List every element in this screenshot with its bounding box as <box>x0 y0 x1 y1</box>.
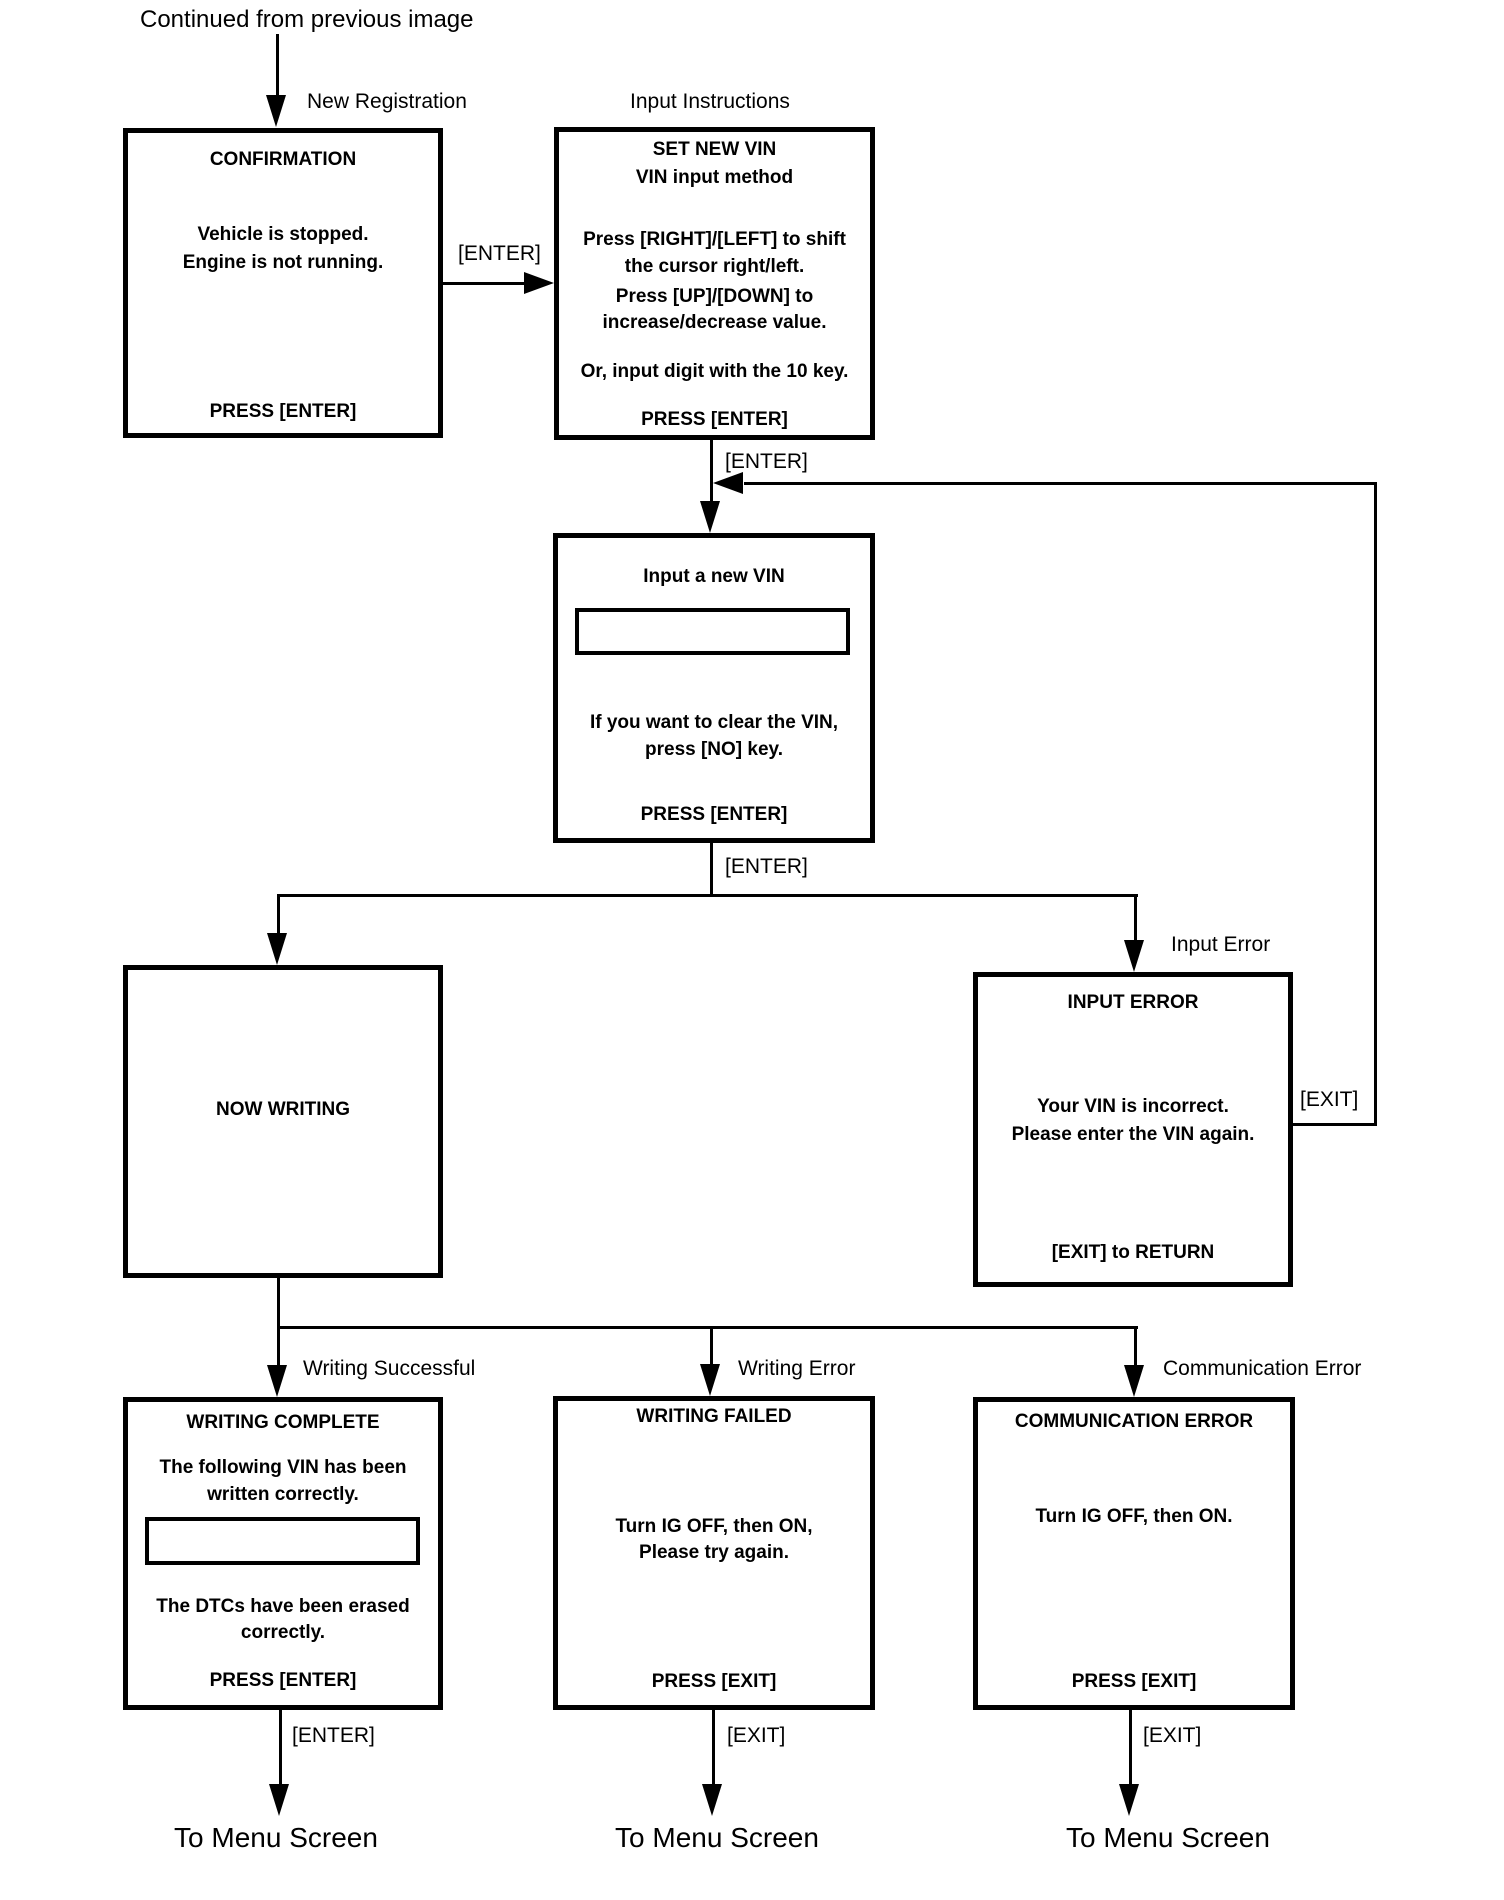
vin-result-field <box>145 1517 420 1565</box>
arrowhead-down-icon <box>1124 940 1144 972</box>
vin-input-field <box>575 608 850 655</box>
screen-text: The DTCs have been erased <box>156 1596 410 1617</box>
label-enter: [ENTER] <box>725 450 808 473</box>
screen-title: WRITING COMPLETE <box>186 1412 380 1433</box>
connector-return-horizontal <box>744 482 1376 485</box>
screen-subtitle: VIN input method <box>635 167 794 188</box>
screen-writing-failed: WRITING FAILED Turn IG OFF, then ON, Ple… <box>553 1396 875 1710</box>
screen-title: SET NEW VIN <box>652 139 777 160</box>
screen-title: WRITING FAILED <box>636 1406 792 1427</box>
screen-footer: PRESS [ENTER] <box>209 401 357 422</box>
screen-now-writing: NOW WRITING <box>123 965 443 1278</box>
connector-branch-2-right <box>1134 1326 1137 1367</box>
screen-text: Press [UP]/[DOWN] to <box>615 286 814 307</box>
label-enter: [ENTER] <box>458 242 541 265</box>
connector-return-vertical <box>1374 482 1377 1126</box>
label-input-instructions: Input Instructions <box>630 90 790 113</box>
screen-text: If you want to clear the VIN, <box>589 712 839 733</box>
screen-text: Please enter the VIN again. <box>1011 1124 1255 1145</box>
connector-entry <box>276 34 279 100</box>
screen-title: Input a new VIN <box>643 566 785 587</box>
screen-title: NOW WRITING <box>215 1099 351 1120</box>
connector-exit-loop <box>1293 1123 1377 1126</box>
label-writing-error: Writing Error <box>738 1357 856 1380</box>
screen-text: written correctly. <box>207 1484 359 1505</box>
arrowhead-right-icon <box>524 272 554 294</box>
connector-exit-left <box>279 1710 282 1787</box>
screen-text: the cursor right/left. <box>624 256 805 277</box>
label-exit: [EXIT] <box>1143 1724 1202 1747</box>
screen-footer: PRESS [EXIT] <box>1071 1671 1197 1692</box>
screen-text: Vehicle is stopped. <box>197 224 369 245</box>
label-communication-error: Communication Error <box>1163 1357 1362 1380</box>
screen-footer: PRESS [ENTER] <box>640 804 788 825</box>
screen-text: correctly. <box>240 1622 326 1643</box>
screen-text: Or, input digit with the 10 key. <box>580 361 849 382</box>
label-input-error: Input Error <box>1171 933 1271 956</box>
screen-writing-complete: WRITING COMPLETE The following VIN has b… <box>123 1397 443 1710</box>
screen-text: Please try again. <box>639 1542 789 1563</box>
screen-confirmation: CONFIRMATION Vehicle is stopped. Engine … <box>123 128 443 438</box>
screen-set-new-vin: SET NEW VIN VIN input method Press [RIGH… <box>554 127 875 440</box>
screen-text: press [NO] key. <box>645 739 783 760</box>
label-enter: [ENTER] <box>292 1724 375 1747</box>
label-exit: [EXIT] <box>1300 1088 1359 1111</box>
screen-text: The following VIN has been <box>159 1457 407 1478</box>
connector-exit-mid <box>712 1710 715 1787</box>
connector-branch-1-left <box>277 894 280 935</box>
label-new-registration: New Registration <box>307 90 467 113</box>
connector-nowwriting-down <box>277 1278 280 1329</box>
arrowhead-down-icon <box>267 933 287 965</box>
connector-branch-2-mid <box>710 1326 713 1366</box>
arrowhead-entry-icon <box>266 95 286 127</box>
arrowhead-down-icon <box>702 1784 722 1816</box>
label-writing-successful: Writing Successful <box>303 1357 476 1380</box>
screen-text: Turn IG OFF, then ON. <box>1035 1506 1233 1527</box>
label-to-menu-screen: To Menu Screen <box>1066 1822 1270 1853</box>
arrowhead-down-icon <box>700 501 720 533</box>
screen-input-new-vin: Input a new VIN If you want to clear the… <box>553 533 875 843</box>
connector-confirm-to-setvin <box>443 282 526 285</box>
arrowhead-left-icon <box>713 472 743 494</box>
screen-text: Turn IG OFF, then ON, <box>615 1516 813 1537</box>
connector-setvin-down <box>710 440 713 505</box>
connector-branch-2 <box>277 1326 1138 1329</box>
screen-footer: [EXIT] to RETURN <box>1051 1242 1215 1263</box>
screen-footer: PRESS [ENTER] <box>641 409 788 430</box>
screen-footer: PRESS [EXIT] <box>651 1671 777 1692</box>
connector-branch-1 <box>277 894 1138 897</box>
connector-exit-right <box>1129 1710 1132 1787</box>
arrowhead-down-icon <box>1124 1365 1144 1397</box>
label-to-menu-screen: To Menu Screen <box>615 1822 819 1853</box>
connector-inputvin-down <box>710 843 713 897</box>
label-to-menu-screen: To Menu Screen <box>174 1822 378 1853</box>
screen-title: COMMUNICATION ERROR <box>1014 1411 1254 1432</box>
screen-title: INPUT ERROR <box>1067 992 1199 1013</box>
arrowhead-down-icon <box>1119 1784 1139 1816</box>
screen-text: Engine is not running. <box>182 252 384 273</box>
screen-footer: PRESS [ENTER] <box>209 1670 357 1691</box>
screen-input-error: INPUT ERROR Your VIN is incorrect. Pleas… <box>973 972 1293 1287</box>
screen-text: increase/decrease value. <box>602 312 827 333</box>
screen-text: Your VIN is incorrect. <box>1037 1096 1229 1117</box>
label-exit: [EXIT] <box>727 1724 786 1747</box>
arrowhead-down-icon <box>269 1784 289 1816</box>
screen-text: Press [RIGHT]/[LEFT] to shift <box>583 229 846 250</box>
connector-branch-1-right <box>1134 894 1137 942</box>
label-enter: [ENTER] <box>725 855 808 878</box>
screen-title: CONFIRMATION <box>209 149 357 170</box>
connector-branch-2-left <box>277 1326 280 1367</box>
screen-communication-error: COMMUNICATION ERROR Turn IG OFF, then ON… <box>973 1397 1295 1710</box>
arrowhead-down-icon <box>700 1364 720 1396</box>
arrowhead-down-icon <box>267 1365 287 1397</box>
continued-note: Continued from previous image <box>140 6 474 33</box>
